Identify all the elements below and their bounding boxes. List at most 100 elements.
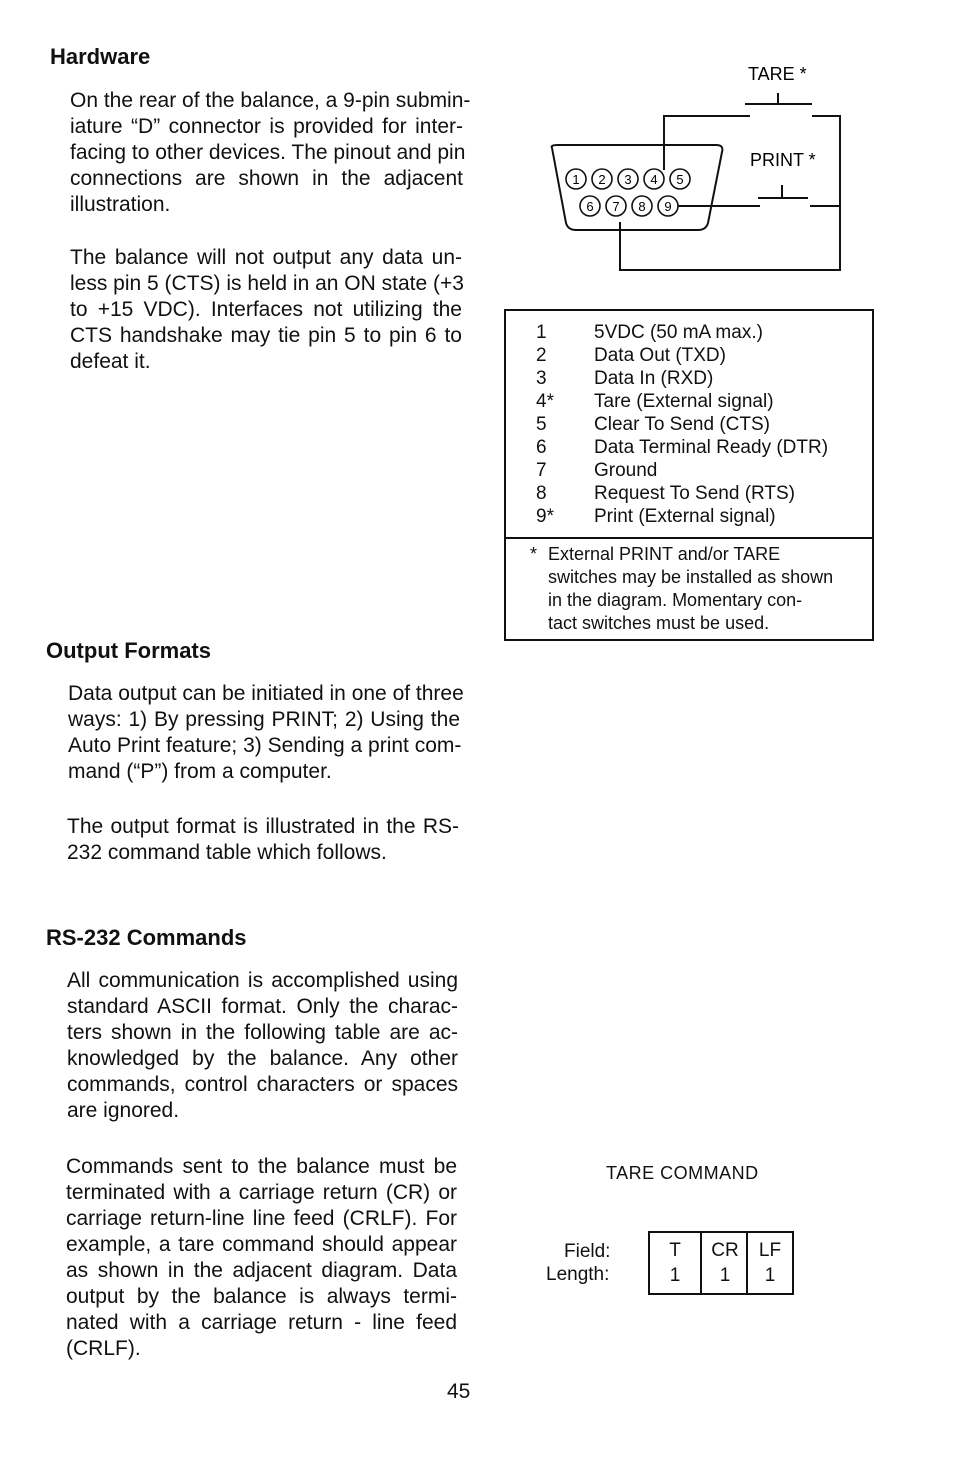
text-line: mand (“P”) from a computer. xyxy=(68,760,332,783)
pin-number: 2 xyxy=(536,345,547,366)
pin-number: 3 xyxy=(536,368,547,389)
pin-description: 5VDC (50 mA max.) xyxy=(594,322,763,343)
pin-circle xyxy=(669,168,691,190)
pin-label: 9 xyxy=(664,199,671,214)
pinout-row: 5 Clear To Send (CTS) xyxy=(506,413,872,436)
db9-connector-diagram: 1 2 3 4 5 6 7 8 9 TARE * PRINT * xyxy=(550,64,841,271)
pinout-row: 6 Data Terminal Ready (DTR) xyxy=(506,436,872,459)
footnote-marker: * xyxy=(530,544,538,564)
field-label: Field: xyxy=(564,1241,611,1262)
pin-description: Request To Send (RTS) xyxy=(594,483,796,504)
pin-description: Print (External signal) xyxy=(594,506,776,527)
text-line: connections are shown in the adjacent xyxy=(70,167,463,190)
text-line: Commands sent to the balance must be xyxy=(66,1155,457,1178)
length-cell: 1 xyxy=(764,1265,776,1286)
text-line: 232 command table which follows. xyxy=(67,841,387,864)
pin-number: 9* xyxy=(536,506,554,527)
tare-label: TARE * xyxy=(748,64,807,84)
field-cell: LF xyxy=(758,1240,782,1261)
text-line: knowledged by the balance. Any other xyxy=(67,1047,458,1070)
pin-number: 7 xyxy=(536,460,547,481)
rs232-paragraph-2: Commands sent to the balance must be ter… xyxy=(66,1154,457,1362)
pin-circle xyxy=(631,195,653,217)
length-cell: 1 xyxy=(669,1265,681,1286)
pin-label: 1 xyxy=(572,172,579,187)
pin-label: 5 xyxy=(676,172,683,187)
pin-description: Ground xyxy=(594,460,658,481)
command-column: T 1 xyxy=(650,1233,700,1293)
pinout-row: 9* Print (External signal) xyxy=(506,505,872,528)
pin-number: 4* xyxy=(536,391,554,412)
table-divider xyxy=(506,537,872,539)
length-cell: 1 xyxy=(719,1265,731,1286)
text-line: example, a tare command should appear xyxy=(66,1233,457,1256)
text-line: illustration. xyxy=(70,193,171,216)
text-line: CTS handshake may tie pin 5 to pin 6 to xyxy=(70,324,462,347)
print-label: PRINT * xyxy=(750,150,816,170)
text-line: The balance will not output any data un- xyxy=(70,246,462,269)
pin-label: 8 xyxy=(638,199,645,214)
pin-circle xyxy=(579,195,601,217)
text-line: All communication is accomplished using xyxy=(67,969,458,992)
pin-circle xyxy=(591,168,613,190)
pin-label: 6 xyxy=(586,199,593,214)
pin-circle xyxy=(605,195,627,217)
top-pin-row: 1 2 3 4 5 xyxy=(565,168,691,190)
pin-label: 3 xyxy=(624,172,631,187)
pin-circle xyxy=(617,168,639,190)
tare-command-table: T 1 CR 1 LF 1 xyxy=(648,1231,794,1295)
switch-wiring xyxy=(619,93,841,271)
field-cell: T xyxy=(669,1240,681,1261)
text-line: Auto Print feature; 3) Sending a print c… xyxy=(68,734,462,757)
rs232-commands-heading: RS-232 Commands xyxy=(46,925,247,950)
pin-number: 6 xyxy=(536,437,547,458)
bottom-pin-row: 6 7 8 9 xyxy=(579,195,679,217)
hardware-paragraph-1: On the rear of the balance, a 9-pin subm… xyxy=(70,88,470,218)
footnote-line: External PRINT and/or TARE xyxy=(548,544,781,564)
pinout-row: 2 Data Out (TXD) xyxy=(506,344,872,367)
page-number: 45 xyxy=(447,1380,471,1403)
text-line: to +15 VDC). Interfaces not utilizing th… xyxy=(70,298,462,321)
pin-label: 2 xyxy=(598,172,605,187)
text-line: The output format is illustrated in the … xyxy=(67,815,459,838)
text-line: facing to other devices. The pinout and … xyxy=(70,141,466,164)
text-line: ters shown in the following table are ac… xyxy=(67,1021,458,1044)
tare-command-title: TARE COMMAND xyxy=(606,1163,759,1183)
pin-circle xyxy=(643,168,665,190)
hardware-paragraph-2: The balance will not output any data un-… xyxy=(70,245,464,375)
field-cell: CR xyxy=(711,1240,739,1261)
pin-number: 5 xyxy=(536,414,547,435)
pin-number: 8 xyxy=(536,483,547,504)
pin-label: 7 xyxy=(612,199,619,214)
text-line: (CRLF). xyxy=(66,1337,141,1360)
pin-description: Data Terminal Ready (DTR) xyxy=(594,437,829,458)
text-line: ways: 1) By pressing PRINT; 2) Using the xyxy=(68,708,460,731)
pin-description: Data In (RXD) xyxy=(594,368,714,389)
pinout-row: 4* Tare (External signal) xyxy=(506,390,872,413)
rs232-paragraph-1: All communication is accomplished using … xyxy=(67,968,458,1124)
pinout-row: 8 Request To Send (RTS) xyxy=(506,482,872,505)
text-line: defeat it. xyxy=(70,350,151,373)
pin-circle xyxy=(565,168,587,190)
pin-description: Tare (External signal) xyxy=(594,391,774,412)
pin-description: Data Out (TXD) xyxy=(594,345,726,366)
length-label: Length: xyxy=(546,1264,610,1285)
text-line: standard ASCII format. Only the charac- xyxy=(67,995,458,1018)
text-line: carriage return-line line feed (CRLF). F… xyxy=(66,1207,457,1230)
text-line: as shown in the adjacent diagram. Data xyxy=(66,1259,457,1282)
hardware-heading: Hardware xyxy=(50,44,151,69)
footnote-line: switches may be installed as shown xyxy=(548,567,834,587)
output-formats-paragraph-2: The output format is illustrated in the … xyxy=(67,814,459,866)
pin-description: Clear To Send (CTS) xyxy=(594,414,770,435)
text-line: output by the balance is always termi- xyxy=(66,1285,457,1308)
output-formats-paragraph-1: Data output can be initiated in one of t… xyxy=(68,681,464,785)
text-line: are ignored. xyxy=(67,1099,180,1122)
text-line: less pin 5 (CTS) is held in an ON state … xyxy=(70,272,464,295)
footnote-line: in the diagram. Momentary con- xyxy=(548,590,803,610)
text-line: nated with a carriage return - line feed xyxy=(66,1311,457,1334)
command-column: CR 1 xyxy=(700,1233,748,1293)
text-line: terminated with a carriage return (CR) o… xyxy=(66,1181,457,1204)
